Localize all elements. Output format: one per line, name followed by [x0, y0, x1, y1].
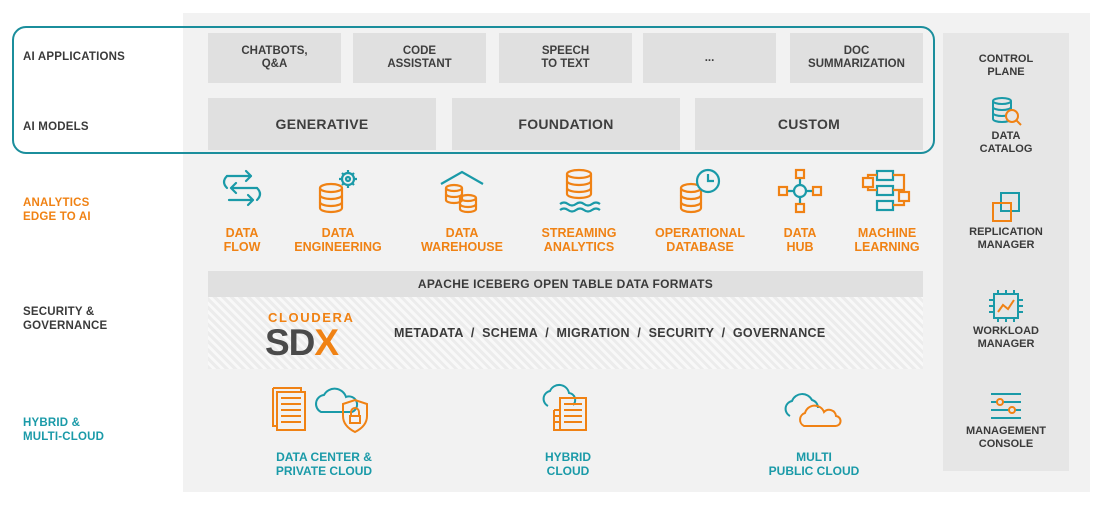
- data-flow-icon: [222, 169, 262, 207]
- data-warehouse-icon: [440, 170, 484, 214]
- cloudera-brand: CLOUDERA: [268, 310, 355, 325]
- operational-database-icon: [679, 168, 721, 214]
- ai-model-foundation: FOUNDATION: [452, 98, 680, 150]
- iceberg-table-formats-bar: APACHE ICEBERG OPEN TABLE DATA FORMATS: [208, 271, 923, 297]
- workload-manager-icon: [989, 290, 1023, 322]
- ai-model-custom: CUSTOM: [695, 98, 923, 150]
- streaming-analytics-icon: [559, 168, 601, 213]
- row-label-hybrid: HYBRID & MULTI-CLOUD: [23, 417, 105, 443]
- sdx-logo: SDX: [265, 322, 339, 363]
- row-label-analytics: ANALYTICS EDGE TO AI: [23, 197, 91, 223]
- data-engineering-icon: [318, 170, 357, 214]
- row-label-ai-applications: AI APPLICATIONS: [23, 51, 126, 63]
- replication-manager-icon: [992, 192, 1020, 222]
- ai-model-generative: GENERATIVE: [208, 98, 436, 150]
- row-label-security: SECURITY & GOVERNANCE: [23, 306, 108, 332]
- management-console-icon: [991, 393, 1021, 419]
- data-catalog-icon: [992, 97, 1022, 126]
- machine-learning-icon: [861, 169, 911, 212]
- sdx-band: CLOUDERA SDX METADATA / SCHEMA / MIGRATI…: [208, 297, 923, 369]
- ai-section-frame: [12, 26, 935, 154]
- data-center-private-cloud-icon: [272, 387, 368, 434]
- row-label-ai-models: AI MODELS: [23, 121, 89, 133]
- hybrid-cloud-icon: [542, 383, 587, 431]
- deployment-data-center: DATA CENTER &PRIVATE CLOUD: [234, 384, 414, 478]
- multi-public-cloud-icon: [784, 393, 842, 427]
- control-plane-panel: [943, 33, 1069, 471]
- ai-app-chatbots: CHATBOTS,Q&A: [208, 33, 341, 83]
- data-hub-icon: [777, 168, 823, 214]
- sdx-capabilities: METADATA / SCHEMA / MIGRATION / SECURITY…: [394, 326, 826, 340]
- ai-app-more: ...: [643, 33, 776, 83]
